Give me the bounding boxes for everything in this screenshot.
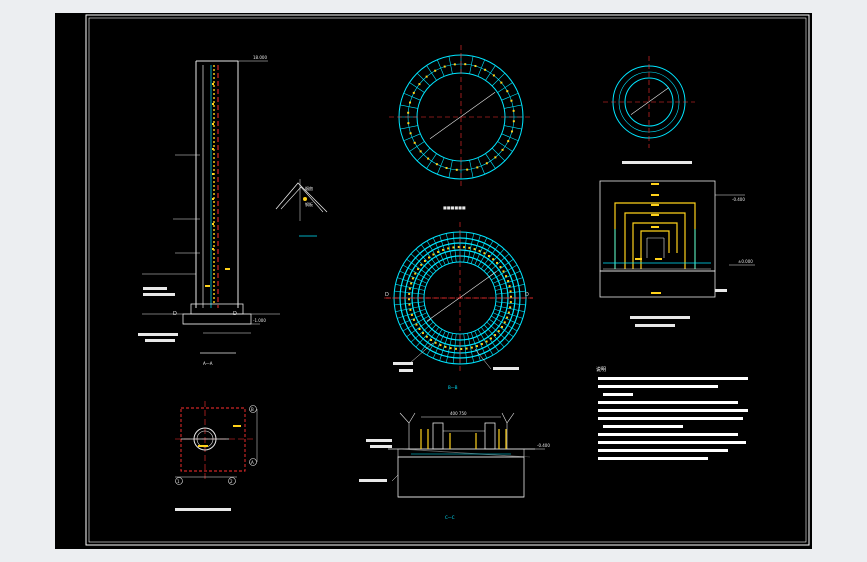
elev-right2-label: ±0.000	[738, 259, 753, 264]
cad-viewport[interactable]: 18.000 A—A D D -1.000	[55, 13, 812, 549]
axis-b-label: B	[251, 407, 254, 412]
elev-top-label: 18.000	[253, 55, 267, 60]
section-c-label: C—C	[445, 515, 455, 520]
small-ring-plan	[603, 56, 695, 148]
section-b-label: B—B	[448, 385, 458, 390]
pipe-joint-detail: 烟囱 钢板	[275, 179, 328, 237]
pipe-callout-2: 钢板	[305, 201, 313, 207]
notes-block: 说明	[596, 366, 748, 460]
axis-1-label: 1	[177, 479, 180, 484]
section-a-label: A—A	[203, 361, 213, 366]
top-ring-plan	[389, 45, 533, 189]
cad-drawing: 18.000 A—A D D -1.000	[85, 14, 810, 546]
chimney-elevation: 18.000 A—A D D -1.000	[138, 55, 280, 366]
cc-section: 400 750 -0.400 C—C	[359, 411, 550, 520]
right-foundation-section: -0.400 ±0.000	[599, 180, 755, 327]
inner-frame	[88, 17, 807, 543]
axis-2-label: 2	[230, 479, 233, 484]
elev-right-label: -0.400	[732, 197, 745, 202]
axis-d-left: D	[173, 311, 177, 317]
bottom-grid-plan: B A 1 2	[175, 401, 258, 511]
axis-left-mid: D	[385, 292, 389, 298]
pipe-callout-1: 烟囱	[305, 185, 313, 191]
elev-cc-right: -0.400	[537, 443, 550, 448]
axis-d-right: D	[233, 311, 237, 317]
top-ring-caption: ■■■■■■	[443, 205, 466, 210]
axis-a-label: A	[251, 460, 254, 465]
elev-mid-label: -1.000	[253, 318, 266, 323]
axis-right-mid: D	[525, 292, 529, 298]
notes-title: 说明	[596, 366, 606, 373]
dim-top-cc: 400 750	[450, 411, 467, 416]
outer-frame	[85, 14, 810, 546]
